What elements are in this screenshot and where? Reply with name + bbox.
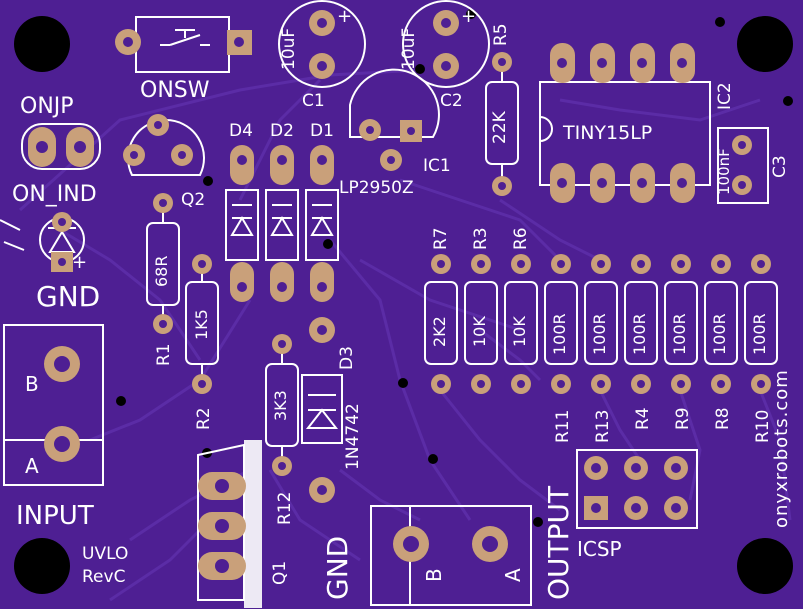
r9-value: 100R <box>670 313 689 355</box>
ic1-value: LP2950Z <box>339 178 414 198</box>
r12-value: 3K3 <box>271 390 290 421</box>
d3-value: 1N4742 <box>343 403 363 470</box>
r2-label: R2 <box>194 407 214 430</box>
c2-value: 10uF <box>399 27 419 70</box>
r6-label: R6 <box>511 227 531 250</box>
r1-value: 68R <box>152 255 171 287</box>
input-label: INPUT <box>16 501 94 531</box>
c1-plus: + <box>337 6 353 27</box>
r11-value: 100R <box>550 313 569 355</box>
r5-value: 22K <box>490 111 510 144</box>
ic2-value: TINY15LP <box>563 122 653 144</box>
d3-label: D3 <box>337 346 357 370</box>
c3-label: C3 <box>770 155 790 178</box>
r9-label: R9 <box>673 407 693 430</box>
ic2-label: IC2 <box>715 82 735 110</box>
r12-label: R12 <box>275 491 295 525</box>
r5-label: R5 <box>491 23 511 46</box>
traces <box>18 68 792 602</box>
revc-label: RevC <box>82 567 126 587</box>
input-term-a: A <box>25 454 39 478</box>
output-label: OUTPUT <box>542 485 575 600</box>
r10-label: R10 <box>753 409 773 443</box>
q1-label: Q1 <box>270 560 290 585</box>
ic1-label: IC1 <box>423 156 451 176</box>
website-label: onyxrobots.com <box>771 369 792 528</box>
gnd-left-label: GND <box>36 280 101 313</box>
led-plus: + <box>72 252 88 273</box>
input-term-b: B <box>25 372 39 396</box>
r13-label: R13 <box>593 409 613 443</box>
r13-value: 100R <box>590 313 609 355</box>
q2-label: Q2 <box>181 190 206 210</box>
r3-value: 10K <box>470 316 489 347</box>
c3-value: 100nF <box>715 148 733 195</box>
onjp-label: ONJP <box>20 94 74 119</box>
r7-value: 2K2 <box>430 316 449 347</box>
c2-label: C2 <box>440 91 463 111</box>
uvlo-label: UVLO <box>82 544 129 564</box>
c2-plus: + <box>461 6 477 27</box>
c1-value: 10uF <box>279 27 299 70</box>
gnd-bottom-label: GND <box>321 535 354 600</box>
r8-label: R8 <box>713 407 733 430</box>
vias <box>116 9 793 527</box>
r10-value: 100R <box>750 313 769 355</box>
d1-label: D1 <box>310 121 334 141</box>
output-term-a: A <box>501 568 525 582</box>
r7-label: R7 <box>431 227 451 250</box>
c1-label: C1 <box>302 91 325 111</box>
r1-label: R1 <box>154 343 174 366</box>
r8-value: 100R <box>710 313 729 355</box>
icsp-label: ICSP <box>577 537 622 561</box>
r6-value: 10K <box>510 316 529 347</box>
mounting-holes <box>14 16 793 594</box>
r4-value: 100R <box>630 313 649 355</box>
r11-label: R11 <box>553 409 573 443</box>
on-ind-label: ON_IND <box>12 182 97 207</box>
r4-label: R4 <box>633 407 653 430</box>
r3-label: R3 <box>471 227 491 250</box>
d4-label: D4 <box>229 121 253 141</box>
d2-label: D2 <box>270 121 294 141</box>
r2-value: 1K5 <box>192 309 211 340</box>
output-term-b: B <box>422 568 446 582</box>
onsw-label: ONSW <box>140 78 210 103</box>
